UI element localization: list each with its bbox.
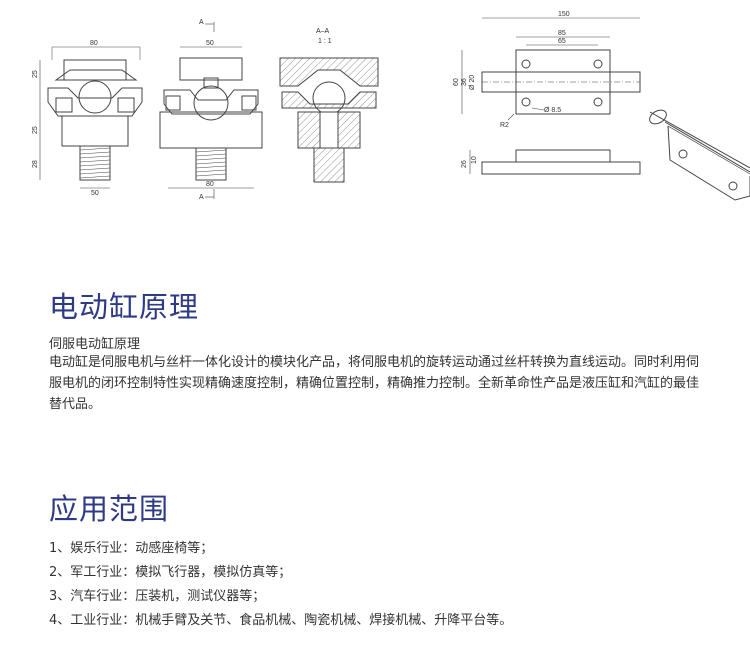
svg-text:25: 25 bbox=[32, 126, 39, 134]
svg-text:28: 28 bbox=[32, 160, 39, 168]
svg-text:65: 65 bbox=[558, 38, 566, 45]
svg-text:60: 60 bbox=[453, 78, 460, 86]
svg-text:80: 80 bbox=[90, 40, 98, 47]
svg-text:50: 50 bbox=[91, 190, 99, 197]
svg-text:50: 50 bbox=[206, 40, 214, 47]
svg-text:A–A: A–A bbox=[316, 28, 330, 35]
svg-text:A: A bbox=[199, 194, 204, 201]
section-view-drawing: A–A 1 : 1 bbox=[279, 28, 379, 183]
section-title-applications: 应用范围 bbox=[49, 492, 170, 526]
front-view-drawing: 80 50 25 25 28 bbox=[32, 40, 143, 197]
plate-drawing: 150 85 65 60 36 Ø 20 Ø 8.5 R2 26 1 bbox=[453, 11, 641, 175]
svg-text:Ø 8.5: Ø 8.5 bbox=[544, 107, 561, 114]
side-view-drawing: A 50 80 A bbox=[159, 19, 263, 201]
svg-text:150: 150 bbox=[558, 11, 570, 18]
isometric-sketch bbox=[649, 109, 750, 201]
svg-text:A: A bbox=[199, 19, 204, 26]
svg-text:36: 36 bbox=[461, 78, 468, 86]
svg-text:R2: R2 bbox=[500, 122, 509, 129]
svg-text:Ø 20: Ø 20 bbox=[469, 75, 476, 90]
section-body-text: 电动缸是伺服电机与丝杆一体化设计的模块化产品，将伺服电机的旋转运动通过丝杆转换为… bbox=[49, 355, 700, 412]
svg-text:26: 26 bbox=[461, 160, 468, 168]
application-list: 1、娱乐行业：动感座椅等； 2、军工行业：模拟飞行器，模拟仿真等； 3、汽车行业… bbox=[49, 537, 512, 633]
section-subtitle: 伺服电动缸原理 bbox=[49, 337, 141, 352]
technical-drawings: 80 50 25 25 28 bbox=[0, 0, 750, 210]
svg-text:85: 85 bbox=[558, 30, 566, 37]
svg-text:80: 80 bbox=[206, 181, 214, 188]
section-title-principle: 电动缸原理 bbox=[49, 290, 200, 324]
svg-text:10: 10 bbox=[471, 156, 478, 164]
list-item: 4、工业行业：机械手臂及关节、食品机械、陶瓷机械、焊接机械、升降平台等。 bbox=[49, 613, 513, 628]
list-item: 2、军工行业：模拟飞行器，模拟仿真等； bbox=[49, 565, 292, 580]
svg-text:25: 25 bbox=[32, 70, 39, 78]
list-item: 3、汽车行业：压装机，测试仪器等； bbox=[49, 589, 266, 604]
list-item: 1、娱乐行业：动感座椅等； bbox=[49, 541, 214, 556]
svg-text:1 : 1: 1 : 1 bbox=[318, 38, 332, 45]
